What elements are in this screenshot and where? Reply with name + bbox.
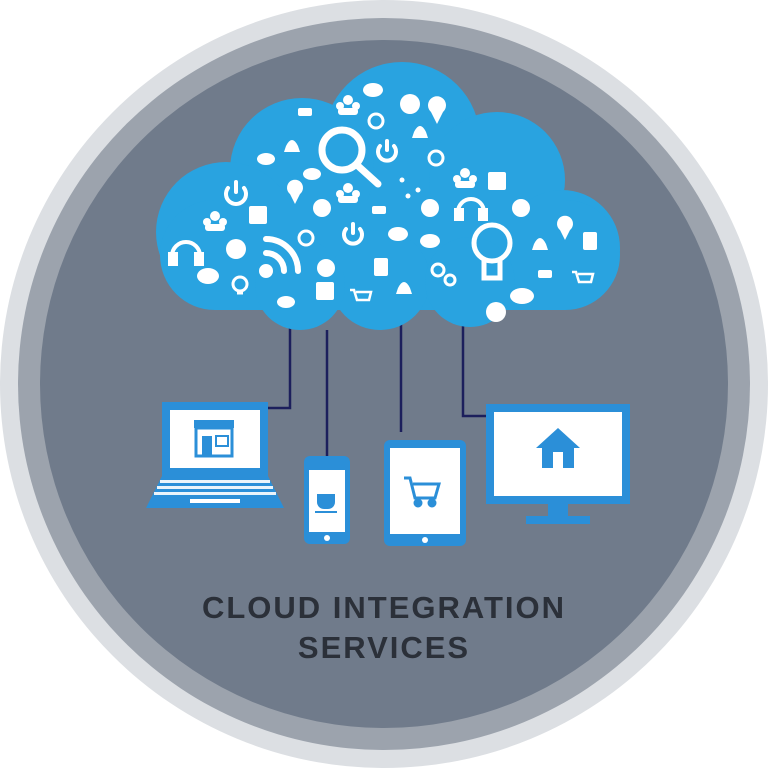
lightbulb-icon: [471, 222, 513, 281]
magnifier-icon: [318, 126, 382, 188]
info-icon: [226, 199, 439, 259]
laptop: [146, 402, 284, 508]
tablet: [384, 440, 466, 546]
title-line-2: SERVICES: [297, 630, 471, 665]
globe-icon: [313, 199, 530, 217]
chat-bubble-icon: [197, 83, 534, 308]
title-line-1: CLOUD INTEGRATION: [201, 590, 567, 625]
shopping-cart-icon: [350, 270, 595, 302]
sync-icon: [297, 112, 445, 247]
gear-icon: [430, 262, 457, 287]
pie-chart-icon: [317, 94, 506, 322]
coffee-cup-icon: [315, 494, 337, 513]
storefront-icon: [194, 420, 234, 458]
location-pin-icon: [287, 96, 573, 240]
keyboard: [154, 480, 276, 503]
home-icon: [536, 428, 580, 468]
clipboard-icon: [374, 232, 597, 276]
coffee-cup-icon: [298, 108, 552, 278]
bell-icon: [284, 126, 548, 294]
lightbulb-icon: [231, 275, 249, 295]
shopping-cart-icon: [404, 476, 441, 508]
save-icon: [249, 172, 506, 300]
wifi-icon: [259, 236, 301, 278]
cables: [268, 315, 486, 458]
headset-icon: [168, 240, 204, 266]
network-icon: [399, 177, 421, 199]
user-group-icon: [203, 95, 477, 231]
phone: [304, 456, 350, 544]
cloud-icons: [168, 83, 597, 322]
monitor: [486, 404, 630, 524]
headset-icon: [454, 197, 488, 221]
power-icon: [224, 139, 398, 246]
